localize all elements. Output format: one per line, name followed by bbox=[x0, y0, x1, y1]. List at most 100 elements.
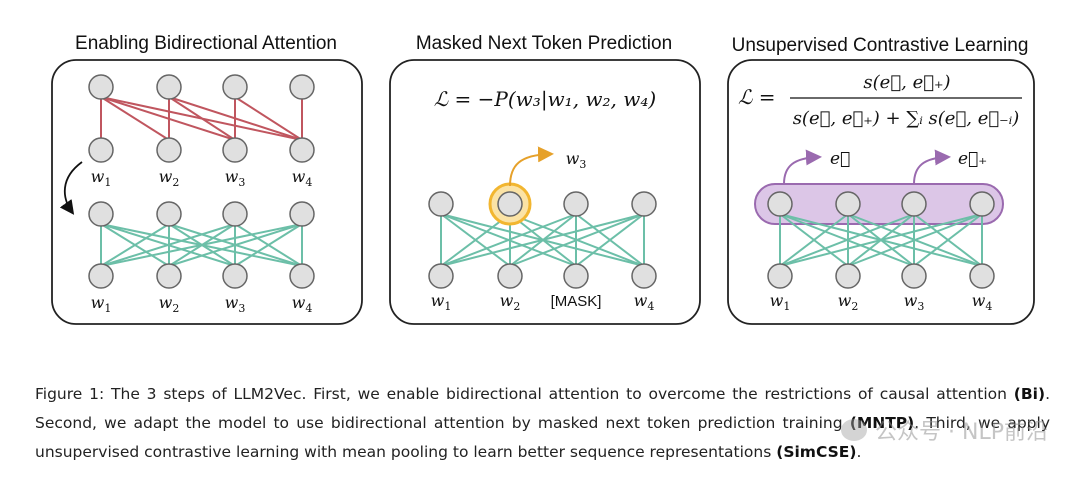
token-node bbox=[901, 191, 927, 217]
token-node bbox=[497, 263, 523, 289]
token-node bbox=[767, 263, 793, 289]
curved-arrow bbox=[59, 161, 83, 215]
contrastive-loss-lhs: ℒ = bbox=[738, 85, 776, 109]
attention-edge bbox=[509, 213, 645, 267]
attention-edge bbox=[779, 213, 849, 267]
attention-edge bbox=[100, 223, 303, 267]
figure-caption: Figure 1: The 3 steps of LLM2Vec. First,… bbox=[35, 380, 1050, 467]
bidirectional-attention-edges bbox=[100, 223, 303, 267]
prediction-arrow bbox=[509, 146, 554, 187]
token-node bbox=[835, 263, 861, 289]
embedding-arrow-e-plus bbox=[913, 149, 951, 185]
panel1-frame bbox=[51, 59, 363, 325]
contrastive-attention-edges bbox=[779, 213, 983, 267]
token-node bbox=[563, 263, 589, 289]
token-node bbox=[901, 263, 927, 289]
token-node bbox=[222, 263, 248, 289]
token-node bbox=[631, 263, 657, 289]
token-label: w4 bbox=[292, 293, 313, 315]
token-node bbox=[289, 201, 315, 227]
contrastive-loss-numerator: s(e⃗, e⃗₊) bbox=[863, 72, 950, 93]
token-label: w1 bbox=[431, 291, 452, 313]
token-label: w3 bbox=[904, 291, 925, 313]
watermark-text: 公众号 · NLP前沿 bbox=[875, 420, 1048, 445]
token-node bbox=[88, 263, 114, 289]
embedding-label-e: e⃗ bbox=[830, 149, 850, 169]
embedding-label-e-plus: e⃗₊ bbox=[958, 149, 987, 169]
mntp-attention-edges bbox=[440, 213, 645, 267]
attention-edge bbox=[234, 223, 303, 267]
token-label: w2 bbox=[500, 291, 521, 313]
attention-edge bbox=[440, 213, 645, 267]
llm2vec-diagram: Enabling Bidirectional Attention Masked … bbox=[51, 33, 1035, 325]
watermark: 公众号 · NLP前沿 bbox=[841, 414, 1048, 446]
mean-pooling-box bbox=[754, 183, 1004, 225]
mntp-loss-formula: ℒ = −P(w₃|w₁, w₂, w₄) bbox=[434, 87, 656, 112]
token-label: w1 bbox=[91, 293, 112, 315]
token-node bbox=[428, 263, 454, 289]
token-node bbox=[156, 137, 182, 163]
token-node bbox=[88, 74, 114, 100]
attention-edge bbox=[440, 213, 511, 267]
token-node bbox=[289, 74, 315, 100]
attention-edge bbox=[779, 213, 983, 267]
token-node bbox=[969, 191, 995, 217]
mid-token-label: w4 bbox=[292, 167, 313, 189]
caption-text-3: . Third, we apply unsupervised contrasti… bbox=[35, 414, 1051, 461]
caption-bold-bi: (Bi) bbox=[1013, 385, 1046, 403]
attention-edge bbox=[100, 223, 236, 267]
token-node bbox=[156, 201, 182, 227]
token-node bbox=[767, 191, 793, 217]
panel1-title: Enabling Bidirectional Attention bbox=[75, 33, 337, 54]
attention-edge bbox=[100, 223, 170, 267]
attention-edge bbox=[168, 223, 303, 267]
causal-edge bbox=[100, 96, 236, 141]
token-node bbox=[156, 263, 182, 289]
causal-edge bbox=[234, 96, 303, 141]
token-label: w1 bbox=[770, 291, 791, 313]
attention-edge bbox=[847, 213, 983, 267]
contrastive-loss-denominator: s(e⃗, e⃗₊) + ∑ᵢ s(e⃗, e⃗₋ᵢ) bbox=[793, 108, 1020, 129]
causal-attention-edges bbox=[100, 96, 303, 141]
causal-edge bbox=[100, 96, 303, 141]
panel2-title: Masked Next Token Prediction bbox=[416, 33, 672, 54]
causal-edge bbox=[168, 96, 303, 141]
attention-edge bbox=[913, 213, 983, 267]
token-nodes bbox=[88, 74, 995, 289]
panel3-title: Unsupervised Contrastive Learning bbox=[732, 35, 1029, 56]
caption-text-4: . bbox=[856, 443, 862, 461]
panel2-frame bbox=[389, 59, 701, 325]
token-node bbox=[563, 191, 589, 217]
token-node bbox=[88, 137, 114, 163]
token-node bbox=[222, 74, 248, 100]
token-node bbox=[88, 201, 114, 227]
token-node bbox=[428, 191, 454, 217]
token-node bbox=[631, 191, 657, 217]
caption-bold-simcse: (SimCSE) bbox=[776, 443, 857, 461]
token-node bbox=[289, 137, 315, 163]
mid-token-label: w2 bbox=[159, 167, 180, 189]
token-node bbox=[497, 191, 523, 217]
wechat-icon bbox=[841, 419, 868, 441]
caption-bold-mntp: (MNTP) bbox=[849, 414, 915, 432]
token-node bbox=[222, 201, 248, 227]
token-node bbox=[289, 263, 315, 289]
token-label: w2 bbox=[159, 293, 180, 315]
token-node bbox=[969, 263, 995, 289]
token-label: w4 bbox=[972, 291, 993, 313]
mid-token-label: w1 bbox=[91, 167, 112, 189]
caption-text-2: . Second, we adapt the model to use bidi… bbox=[35, 385, 1050, 432]
token-label: w3 bbox=[225, 293, 246, 315]
causal-edge bbox=[100, 96, 170, 141]
token-node bbox=[222, 137, 248, 163]
attention-edge bbox=[575, 213, 645, 267]
panel3-frame bbox=[727, 59, 1035, 325]
token-node bbox=[835, 191, 861, 217]
mid-token-label: w3 bbox=[225, 167, 246, 189]
attention-edge bbox=[440, 213, 577, 267]
predicted-token-label: w3 bbox=[566, 149, 587, 171]
token-label: [MASK] bbox=[551, 293, 602, 310]
attention-edge bbox=[779, 213, 915, 267]
caption-text-1: Figure 1: The 3 steps of LLM2Vec. First,… bbox=[35, 385, 1014, 403]
